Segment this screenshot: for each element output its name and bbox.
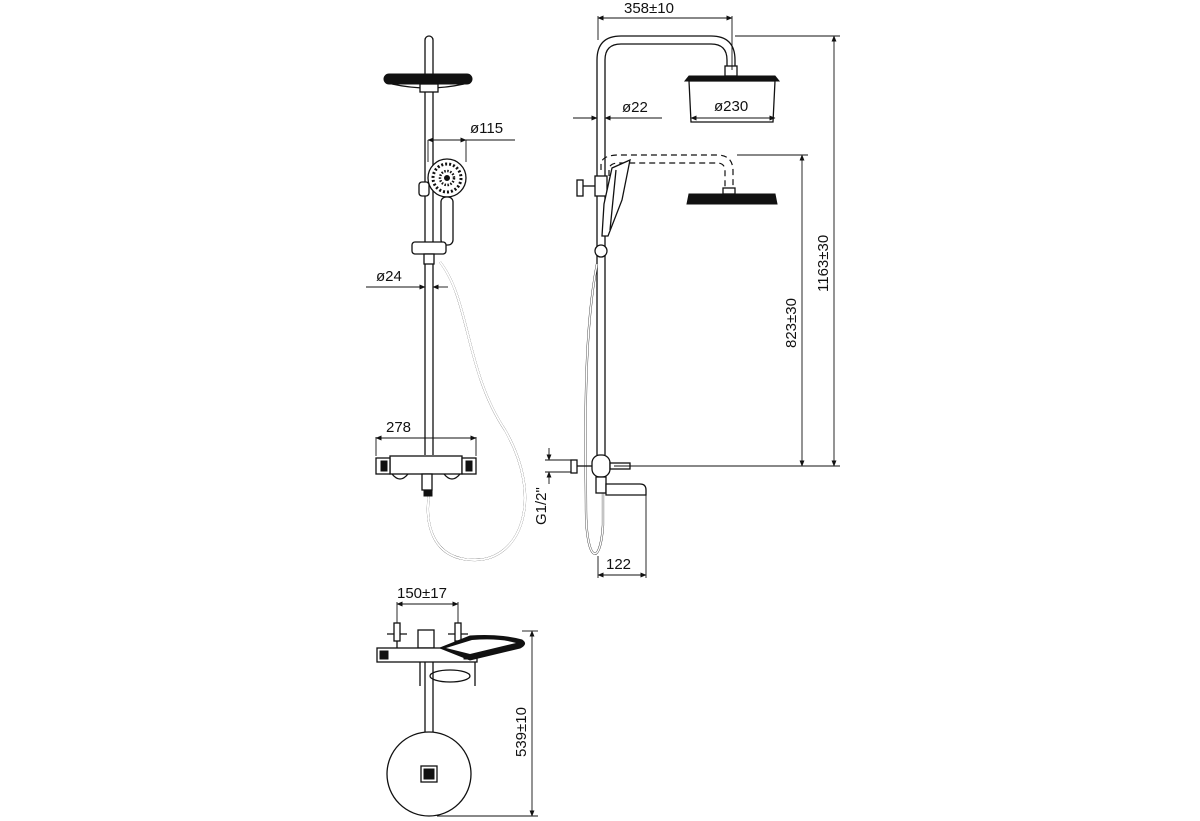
top-head xyxy=(386,731,472,817)
dim-thread: G1/2" xyxy=(533,448,571,525)
side-lowered-position xyxy=(600,154,778,205)
dim-spout: 122 xyxy=(597,495,647,578)
side-hand-shower xyxy=(594,158,631,258)
dim-wall-projection: 539±10 xyxy=(437,630,538,817)
top-soap-dish xyxy=(419,662,476,686)
front-view: ø115 ø24 278 xyxy=(366,35,527,562)
front-rail xyxy=(424,92,434,455)
front-slider xyxy=(411,241,447,265)
dim-label-head: ø230 xyxy=(714,98,748,115)
dim-overhead-arm: 358±10 xyxy=(597,0,733,70)
dim-inlet-spacing: 150±17 xyxy=(396,585,459,623)
dim-label-hand-shower: ø115 xyxy=(470,120,503,137)
dim-label-wall-projection: 539±10 xyxy=(513,707,530,757)
dim-label-inlet-spacing: 150±17 xyxy=(397,585,447,602)
top-view: 150±17 539±10 xyxy=(376,585,538,817)
front-mixer xyxy=(375,455,477,497)
dim-pipe: ø22 xyxy=(573,99,662,121)
side-hose xyxy=(584,263,605,555)
dim-label-overall-height: 1163±30 xyxy=(815,235,832,292)
dim-label-overhead-arm: 358±10 xyxy=(624,0,674,17)
front-overhead-head xyxy=(383,73,473,93)
side-view: 358±10 ø230 ø22 1163±30 823±30 xyxy=(533,0,840,578)
side-bracket xyxy=(576,175,608,197)
dim-overall-height: 1163±30 xyxy=(614,35,840,467)
dim-bracket-height: 823±30 xyxy=(737,154,808,467)
dim-label-rail: ø24 xyxy=(376,268,402,285)
dim-label-thread: G1/2" xyxy=(533,487,550,525)
dim-label-mixer-width: 278 xyxy=(386,419,411,436)
front-hose xyxy=(426,261,527,562)
dim-hand-shower: ø115 xyxy=(427,120,515,162)
dim-rail: ø24 xyxy=(366,268,448,290)
front-top-riser xyxy=(424,35,434,79)
dim-label-spout: 122 xyxy=(606,556,631,573)
dim-label-pipe: ø22 xyxy=(622,99,648,116)
front-hand-shower xyxy=(418,158,467,246)
dim-head: ø230 xyxy=(690,98,776,121)
dim-mixer-width: 278 xyxy=(375,419,477,456)
dim-label-bracket-height: 823±30 xyxy=(783,298,800,348)
side-mixer xyxy=(570,454,647,496)
side-riser-pipe xyxy=(596,35,736,455)
side-overhead-head xyxy=(683,65,781,123)
